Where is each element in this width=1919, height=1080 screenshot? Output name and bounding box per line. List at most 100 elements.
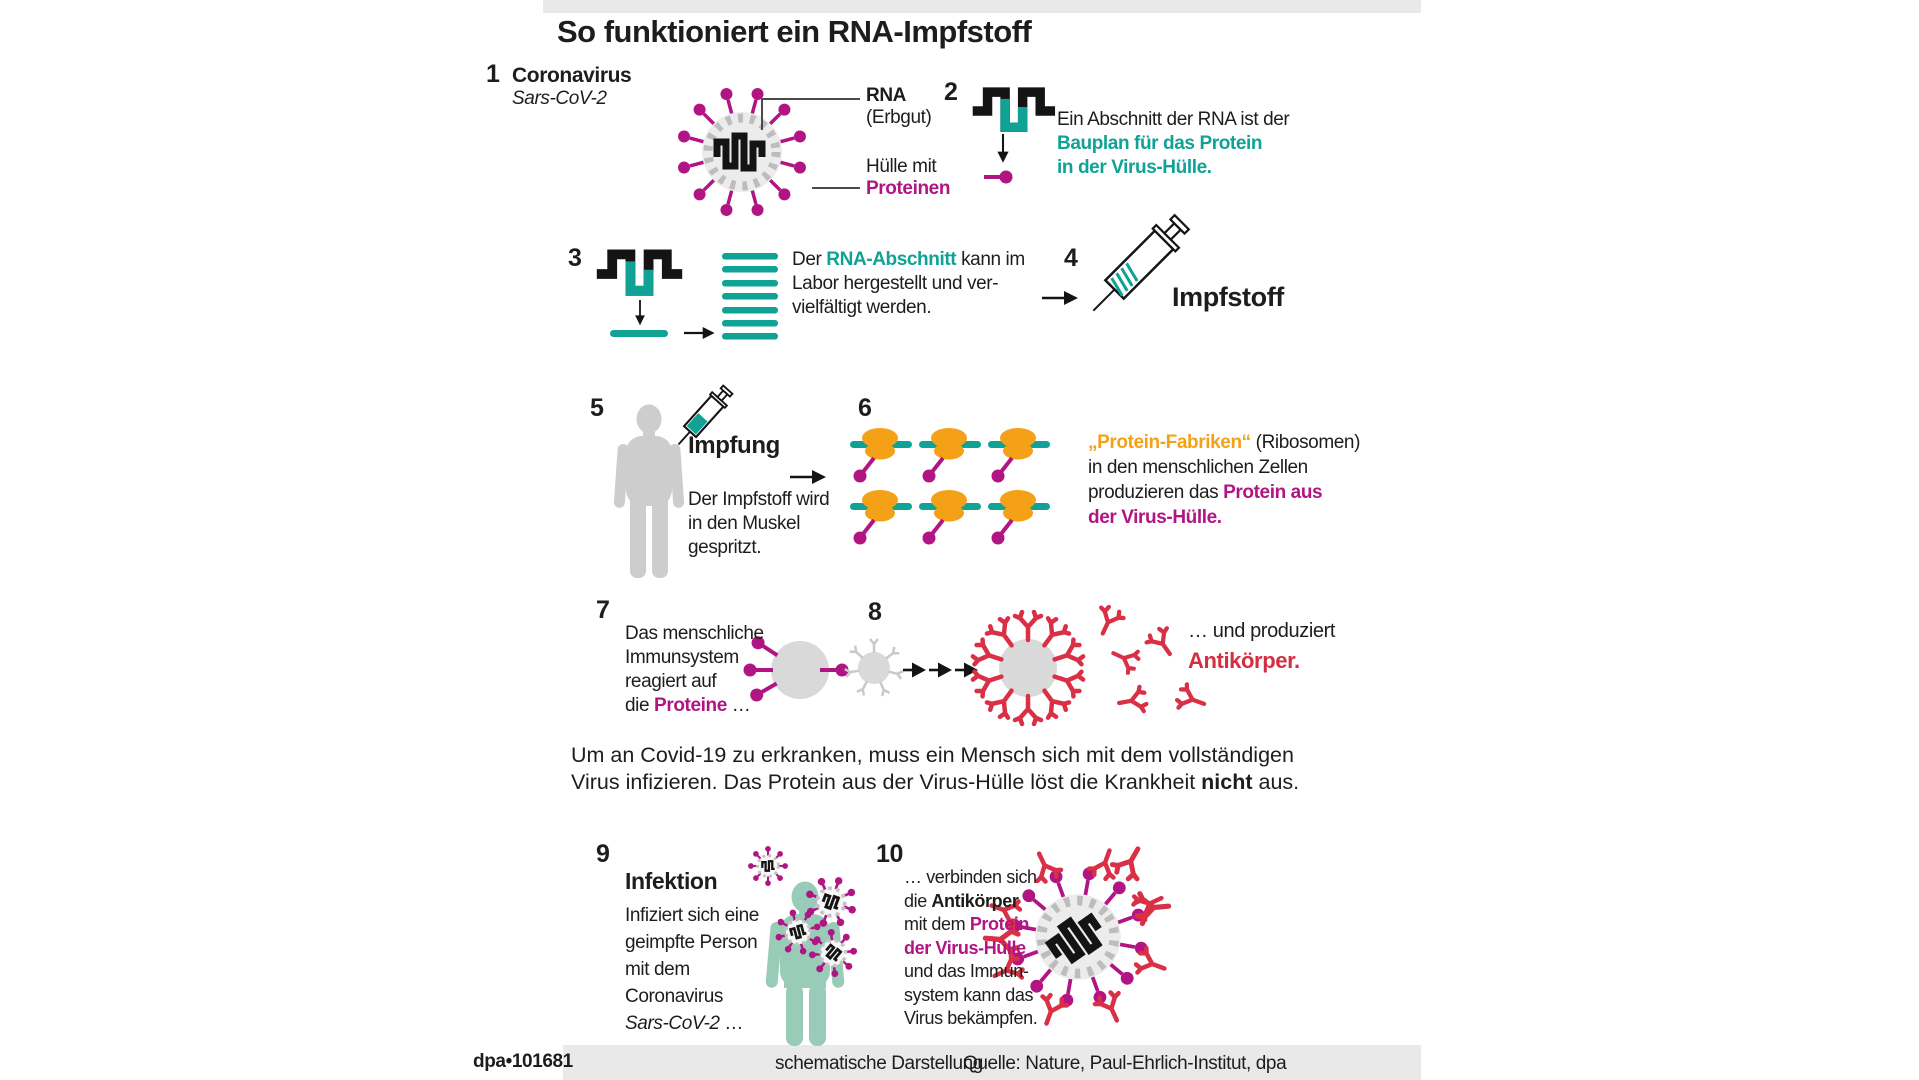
step9-line4: Coronavirus [625,986,724,1007]
note-line2-c: aus. [1252,770,1300,794]
step10-text: … verbinden sich die Antikörper mit dem … [904,866,1038,1031]
right-arrow-icon [1040,289,1080,307]
footer-bar [563,1045,1421,1080]
step2-number: 2 [944,78,958,106]
down-arrow-icon [634,299,646,327]
note-line2: Virus infizieren. Das Protein aus der Vi… [571,769,1299,796]
step3-number: 3 [568,244,582,272]
footer-source: Quelle: Nature, Paul-Ehrlich-Institut, d… [963,1053,1287,1074]
step5-line1: Der Impfstoff wird [688,489,830,510]
coronavirus-icon [677,87,808,218]
top-bar [543,0,1421,13]
step6-number: 6 [858,394,872,422]
step9-line5: Sars-CoV-2 … [625,1010,759,1037]
step10-line3: mit dem Protein [904,913,1037,937]
step2-text: Ein Abschnitt der RNA ist der Bauplan fü… [1057,108,1290,180]
step8-line1: … und produziert [1188,620,1336,642]
step3-text: Der RNA-Abschnitt kann im Labor hergeste… [792,248,1025,320]
rna-copies-stack-icon [722,253,778,340]
step7-line2: Immunsystem [625,647,739,668]
step9-line1: Infiziert sich eine [625,905,759,926]
step6-line3-a: produzieren das [1088,482,1224,503]
step3-line3: vielfältigt werden. [792,297,932,318]
step1-number: 1 [486,60,500,88]
step1-subtitle: Sars-CoV-2 [512,88,607,109]
immune-cell-icon [844,638,904,697]
page-title: So funktioniert ein RNA-Impfstoff [557,14,1032,49]
rna-callout-line [761,98,860,130]
step7-line4-a: die [625,695,655,716]
step5-title: Impfung [688,432,780,459]
step3-line1-c: kann im [956,249,1025,270]
rna-segment-icon [597,254,682,290]
step9-line5-b: … [719,1013,744,1034]
step10-line5: und das Immun- [904,961,1029,981]
syringe-icon [1092,213,1191,312]
step10-line7: Virus bekämpfen. [904,1008,1038,1028]
step6-line3-b: Protein aus [1223,482,1323,503]
immune-complex-icon [743,636,849,702]
step7-line3: reagiert auf [625,671,717,692]
dpa-credit: dpa•101681 [473,1051,573,1072]
right-arrow-icon [788,468,828,486]
step5-number: 5 [590,394,604,422]
step5-line2: in den Muskel [688,513,801,534]
antibody-coated-cell-icon [971,612,1086,724]
right-arrow-icon [682,325,716,341]
step8-number: 8 [868,598,882,626]
note-line2-a: Virus infizieren. Das Protein aus der Vi… [571,770,1202,794]
step6-line4: der Virus-Hülle. [1088,507,1222,528]
step6-line1-b: (Ribosomen) [1250,432,1361,453]
step9-line5-a: Sars-CoV-2 [625,1013,720,1034]
step7-line1: Das menschliche [625,623,764,644]
step10-line2-b: Antikörper [931,890,1019,911]
step6-line2: in den menschlichen Zellen [1088,457,1308,478]
label-rna-sub: (Erbgut) [866,107,932,128]
step2-line2: Bauplan für das Protein [1057,133,1263,154]
step9-text: Infiziert sich eine geimpfte Person mit … [625,902,759,1037]
step4-label: Impfstoff [1172,282,1284,312]
note-line1: Um an Covid-19 zu erkranken, muss ein Me… [571,743,1294,767]
step7-line4: die Proteine … [625,694,764,718]
small-syringe-icon [677,384,734,446]
step3-line1-b: RNA-Abschnitt [826,249,957,270]
step7-line4-c: … [726,695,751,716]
patient-silhouette-icon [613,404,685,578]
step5-text: Der Impfstoff wird in den Muskel gesprit… [688,488,830,560]
step10-line3-a: mit dem [904,914,970,934]
step10-line2-a: die [904,890,932,911]
footer-type-label: schematische Darstellung [775,1053,983,1074]
step10-line6: system kann das [904,984,1034,1005]
label-rna: RNA [866,85,906,106]
step3-line2: Labor hergestellt und ver- [792,273,999,294]
step9-line2: geimpfte Person [625,932,758,953]
step10-line2: die Antikörper [904,890,1037,914]
label-shell-2: Proteinen [866,178,951,199]
step10-number: 10 [876,840,904,868]
step9-number: 9 [596,840,610,868]
step8-line2: Antikörper. [1188,648,1300,673]
step4-number: 4 [1064,244,1078,272]
down-arrow-icon [996,132,1010,164]
step9-title: Infektion [625,868,718,894]
step1-title: Coronavirus [512,64,632,87]
step9-line3: mit dem [625,959,690,980]
rna-segment-icon [973,92,1055,127]
step10-line1: … verbinden sich [904,867,1037,887]
note-line2-b: nicht [1201,770,1253,794]
step5-line3: gespritzt. [688,537,762,558]
step7-number: 7 [596,596,610,624]
step7-line4-b: Proteine [654,695,727,716]
step10-line3-b: Protein [969,914,1030,934]
protein-icon [984,170,1013,184]
step2-line1: Ein Abschnitt der RNA ist der [1057,109,1290,130]
step3-line1: Der RNA-Abschnitt kann im [792,248,1025,272]
ribosome-icon [848,426,1052,547]
note-paragraph: Um an Covid-19 zu erkranken, muss ein Me… [571,742,1299,796]
step3-line1-a: Der [792,249,827,270]
step2-line3: in der Virus-Hülle. [1057,157,1212,178]
step7-text: Das menschliche Immunsystem reagiert auf… [625,622,764,718]
step6-text: „Protein-Fabriken“ (Ribosomen) in den me… [1088,430,1360,530]
